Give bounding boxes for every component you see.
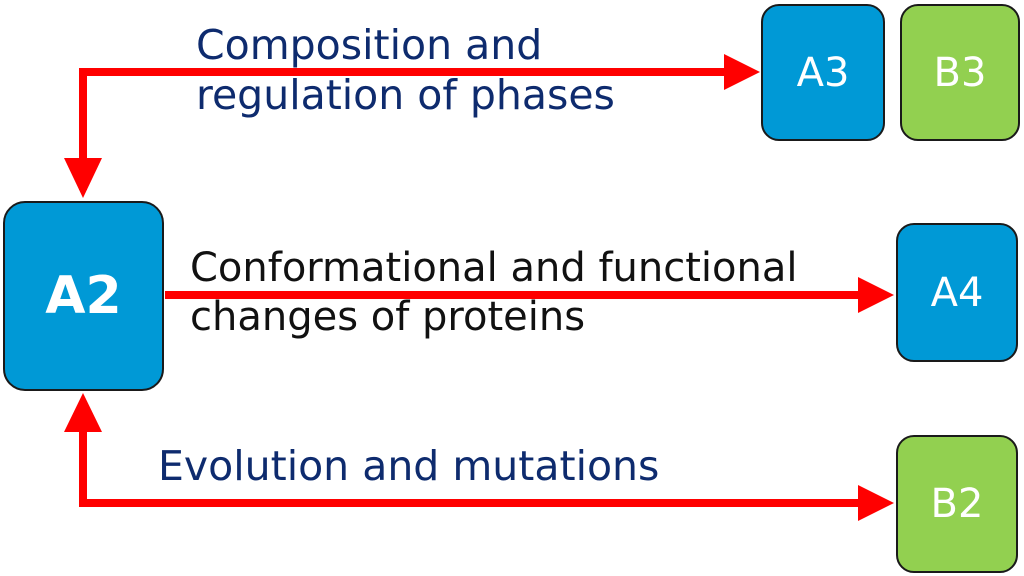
edge-label-composition-line-2: regulation of phases	[196, 71, 615, 120]
arrowhead-to-a4	[858, 277, 894, 313]
node-a3-label: A3	[796, 49, 850, 96]
edge-label-evolution-line-1: Evolution and mutations	[158, 442, 660, 490]
edge-label-evolution: Evolution and mutations	[158, 441, 659, 491]
edge-label-composition-line-1: Composition and	[196, 21, 543, 69]
node-a4: A4	[896, 223, 1018, 362]
arrowhead-to-a2-top	[64, 158, 102, 198]
edge-label-conformational-line-1: Conformational and functional	[190, 245, 798, 291]
edge-label-conformational: Conformational and functional changes of…	[190, 244, 797, 342]
node-b3-label: B3	[933, 49, 987, 96]
arrowhead-to-b2	[858, 485, 894, 521]
node-b3: B3	[900, 4, 1020, 141]
node-b2-label: B2	[930, 481, 984, 527]
arrowhead-to-a2-bottom	[64, 393, 102, 432]
edge-label-conformational-line-2: changes of proteins	[190, 293, 586, 340]
edge-label-composition: Composition and regulation of phases	[196, 20, 615, 120]
arrowhead-to-a3	[724, 54, 760, 90]
node-b2: B2	[896, 435, 1018, 573]
arrow-a2-b2	[79, 425, 862, 507]
node-a2-label: A2	[45, 266, 122, 326]
node-a4-label: A4	[930, 269, 984, 316]
arrow-a2-a3	[79, 68, 728, 190]
node-a3: A3	[761, 4, 885, 141]
node-a2: A2	[3, 201, 164, 391]
